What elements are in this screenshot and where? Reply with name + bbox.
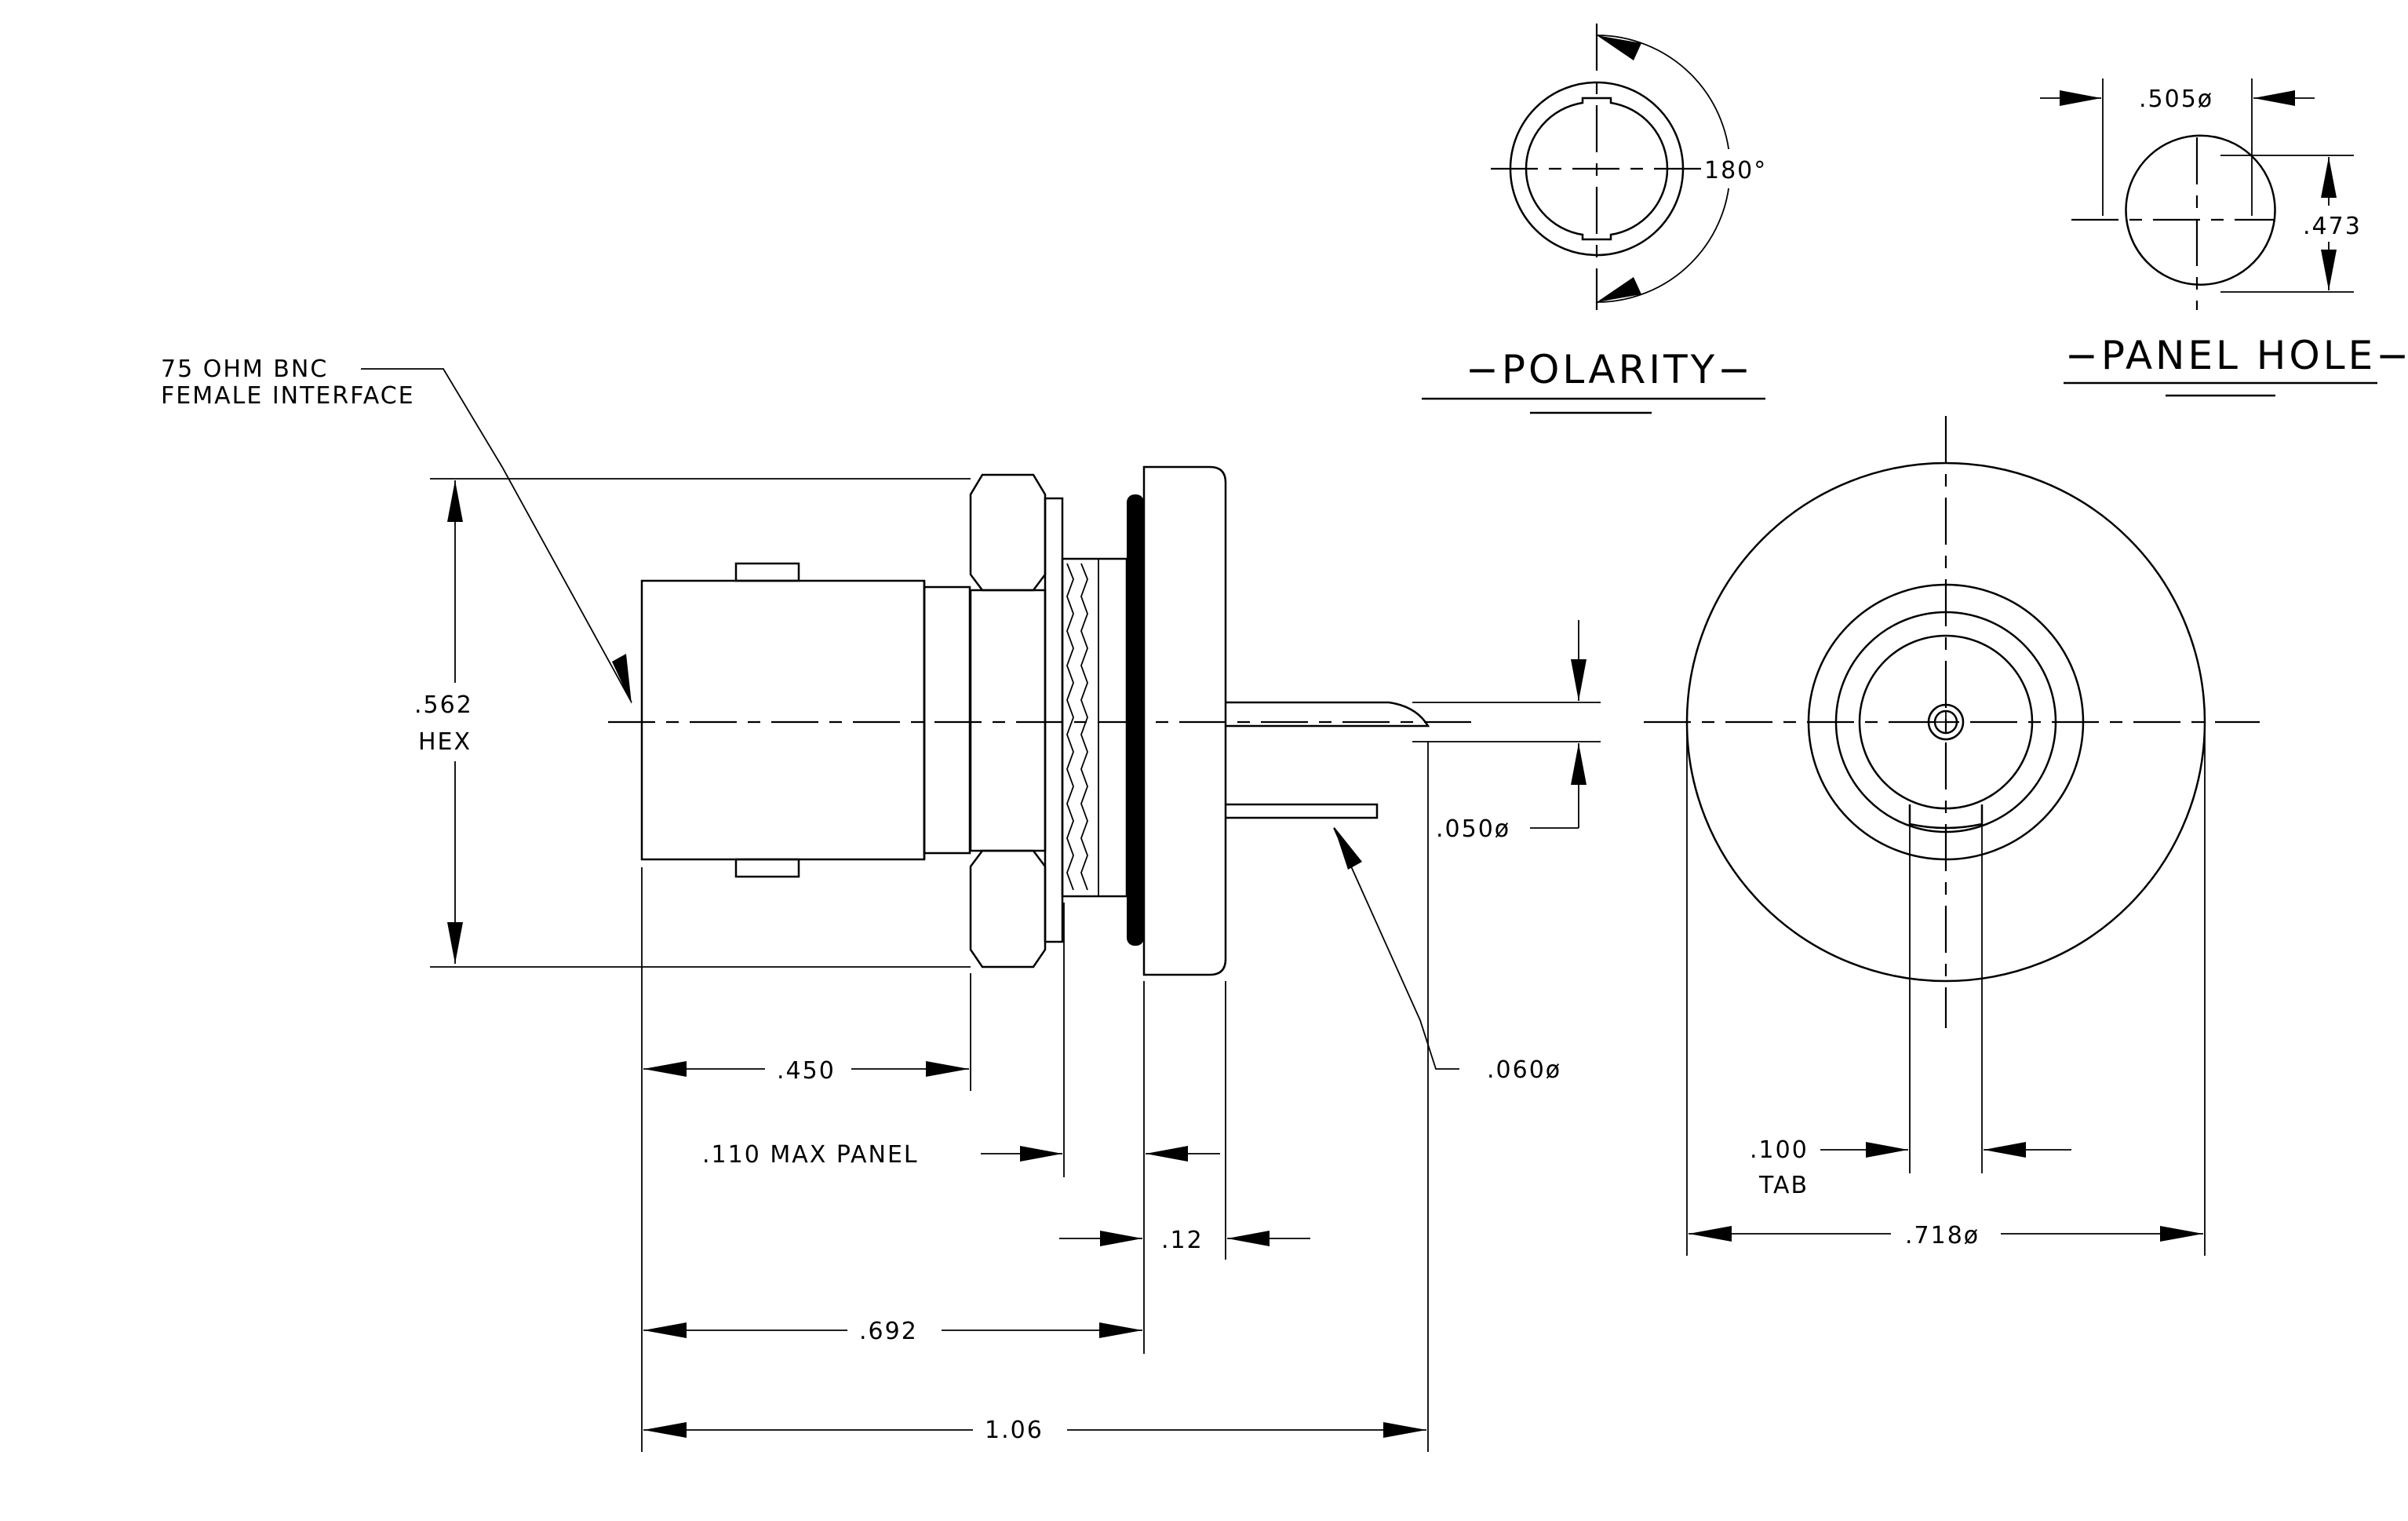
dimension-450: .450 xyxy=(777,1057,836,1085)
dimension-692: .692 xyxy=(859,1318,918,1345)
hex-dimension-text: HEX xyxy=(418,728,472,756)
dimension-100: .100 xyxy=(1750,1136,1809,1164)
text-labels: 75 OHM BNC FEMALE INTERFACE .562 HEX .45… xyxy=(161,86,2408,1444)
bnc-body xyxy=(640,579,926,861)
hex-nut-upper xyxy=(969,473,1047,592)
dimension-tab: TAB xyxy=(1758,1172,1809,1199)
panel-hole-width: .505ø xyxy=(2139,86,2213,113)
side-view xyxy=(608,465,1475,976)
polarity-keyed-bore xyxy=(1525,97,1669,241)
interface-label-line1: 75 OHM BNC xyxy=(161,356,328,383)
thread-section xyxy=(1061,557,1128,898)
polarity-title: −POLARITY− xyxy=(1466,347,1754,392)
front-view xyxy=(1644,416,2260,1028)
ground-tab xyxy=(1226,803,1379,819)
panel-hole-detail xyxy=(2040,78,2377,397)
bayonet-lug-top xyxy=(734,562,800,582)
hex-nut-lower xyxy=(969,849,1047,968)
bayonet-lug-bottom xyxy=(734,858,800,878)
panel-hole-height: .473 xyxy=(2303,213,2362,240)
hex-nut-middle xyxy=(969,589,1047,852)
hex-dimension-value: .562 xyxy=(414,691,473,719)
front-view-dimensions xyxy=(1686,730,2206,1256)
dimension-110-max-panel: .110 MAX PANEL xyxy=(702,1141,919,1169)
dimension-060: .060ø xyxy=(1487,1056,1561,1084)
panel-hole-outline xyxy=(2125,134,2276,286)
dimension-050: .050ø xyxy=(1436,815,1510,843)
polarity-angle: 180° xyxy=(1704,157,1767,184)
dimension-718: .718ø xyxy=(1905,1222,1980,1249)
side-view-dimensions xyxy=(361,368,1601,1452)
interface-label-line2: FEMALE INTERFACE xyxy=(161,382,415,410)
polarity-detail xyxy=(1422,24,1767,414)
collar xyxy=(923,585,971,855)
dimension-12: .12 xyxy=(1161,1227,1204,1254)
lock-washer xyxy=(1044,497,1064,943)
dimension-106: 1.06 xyxy=(985,1417,1044,1444)
center-pin xyxy=(1226,701,1430,728)
gasket xyxy=(1127,494,1144,946)
flange xyxy=(1142,465,1227,976)
panel-hole-title: −PANEL HOLE− xyxy=(2065,333,2408,378)
